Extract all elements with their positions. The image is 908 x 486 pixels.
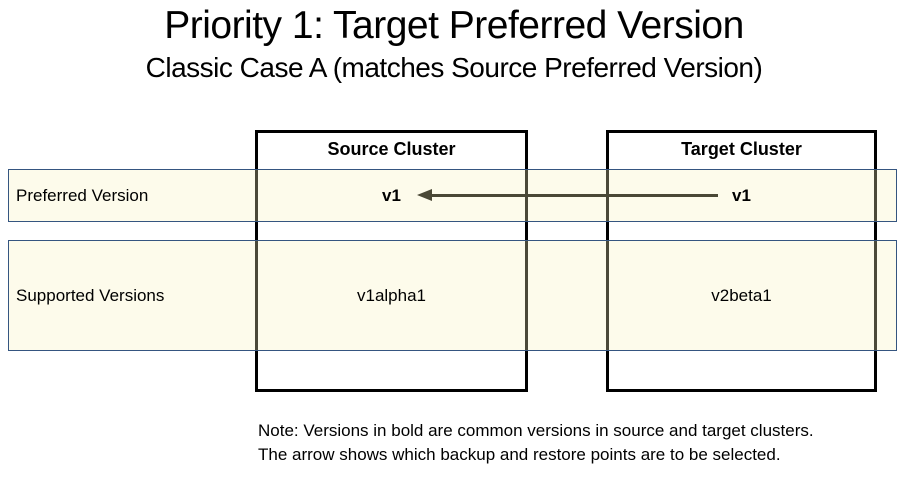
preferred-version-band xyxy=(8,169,897,222)
note-text: Note: Versions in bold are common versio… xyxy=(258,419,814,467)
source-preferred-version-value: v1 xyxy=(382,186,401,205)
source-cluster-header: Source Cluster xyxy=(327,139,456,159)
target-preferred-version-value: v1 xyxy=(732,186,751,205)
source-supported-version-value: v1alpha1 xyxy=(356,286,426,305)
target-cluster-box: Target Cluster xyxy=(606,130,877,392)
note-line-1: Note: Versions in bold are common versio… xyxy=(258,421,814,440)
page-title: Priority 1: Target Preferred Version xyxy=(164,4,744,47)
source-cluster-box: Source Cluster xyxy=(255,130,528,392)
preferred-version-row-label: Preferred Version xyxy=(16,186,149,205)
version-match-arrow-line xyxy=(431,194,718,197)
supported-versions-row-label: Supported Versions xyxy=(16,286,165,305)
target-cluster-header: Target Cluster xyxy=(681,139,802,159)
supported-versions-band xyxy=(8,240,897,351)
version-match-arrowhead-icon xyxy=(417,189,432,201)
note-line-2: The arrow shows which backup and restore… xyxy=(258,445,781,464)
page-subtitle: Classic Case A (matches Source Preferred… xyxy=(145,52,763,83)
target-supported-version-value: v2beta1 xyxy=(711,286,772,305)
